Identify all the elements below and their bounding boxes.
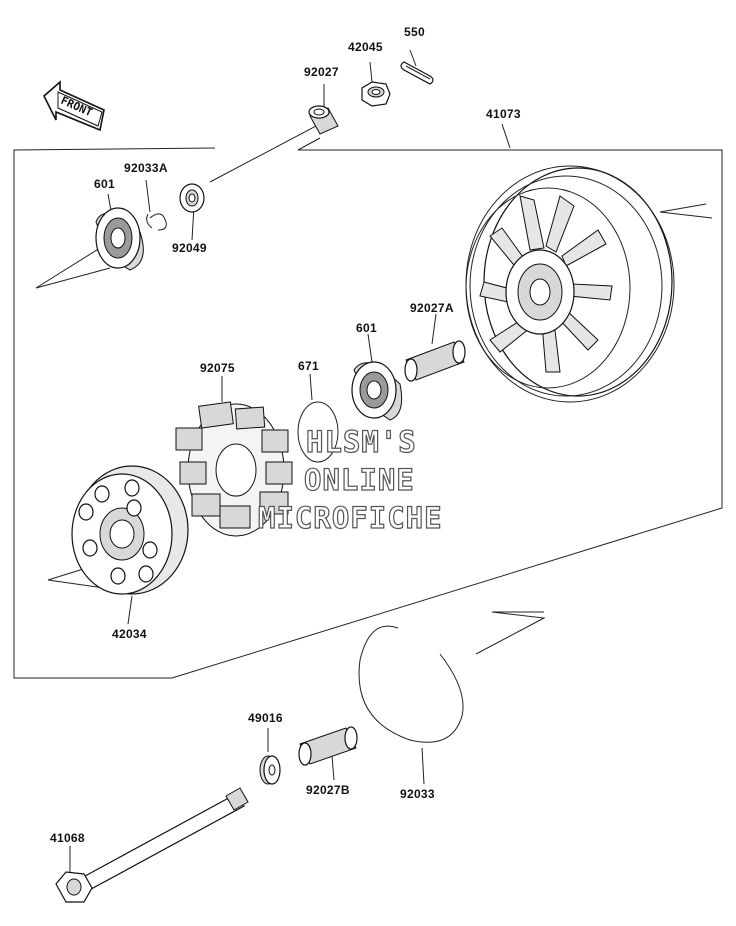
collar-a-part: [404, 340, 466, 382]
axle-part: [55, 787, 249, 903]
damper-part: [175, 401, 293, 537]
part-label-601-right: 601: [356, 321, 377, 335]
watermark: HLSM'S ONLINE MICROFICHE: [257, 424, 443, 535]
part-label-92075: 92075: [200, 361, 235, 375]
rear-wheel-part: [465, 165, 675, 403]
part-label-550: 550: [404, 25, 425, 39]
assembly-outline: [13, 147, 723, 679]
part-label-92027b: 92027B: [306, 783, 350, 797]
circlip-large-part: [358, 625, 464, 743]
coupling-holes: [78, 479, 158, 585]
cotter-pin-part: [400, 61, 434, 85]
part-label-92049: 92049: [172, 241, 207, 255]
collar-b-part: [298, 726, 358, 766]
front-arrow: FRONT: [43, 80, 105, 132]
part-label-92027a: 92027A: [410, 301, 454, 315]
part-labels: 550 42045 92027 41073 92033A 601 92049 9…: [50, 25, 521, 845]
sprocket-coupling-part: [71, 465, 189, 595]
oil-seal-part: [179, 183, 205, 213]
part-label-49016: 49016: [248, 711, 283, 725]
bearing-right-part: [351, 361, 403, 421]
collar-part: [308, 105, 339, 135]
watermark-line-3: MICROFICHE: [258, 501, 443, 535]
watermark-line-1: HLSM'S: [306, 425, 417, 459]
watermark-line-2: ONLINE: [304, 463, 415, 497]
washer-part: [259, 755, 281, 785]
part-label-41073: 41073: [486, 107, 521, 121]
part-label-92033a: 92033A: [124, 161, 168, 175]
bearing-left-part: [95, 207, 144, 271]
part-label-92033: 92033: [400, 787, 435, 801]
axle-nut-part: [361, 81, 391, 107]
part-label-42034: 42034: [112, 627, 147, 641]
part-label-671: 671: [298, 359, 319, 373]
part-label-92027: 92027: [304, 65, 339, 79]
part-label-42045: 42045: [348, 40, 383, 54]
circlip-a-part: [146, 213, 167, 231]
leader-lines: [69, 49, 511, 876]
part-label-601-left: 601: [94, 177, 115, 191]
part-label-41068: 41068: [50, 831, 85, 845]
o-ring-part: [297, 401, 339, 463]
